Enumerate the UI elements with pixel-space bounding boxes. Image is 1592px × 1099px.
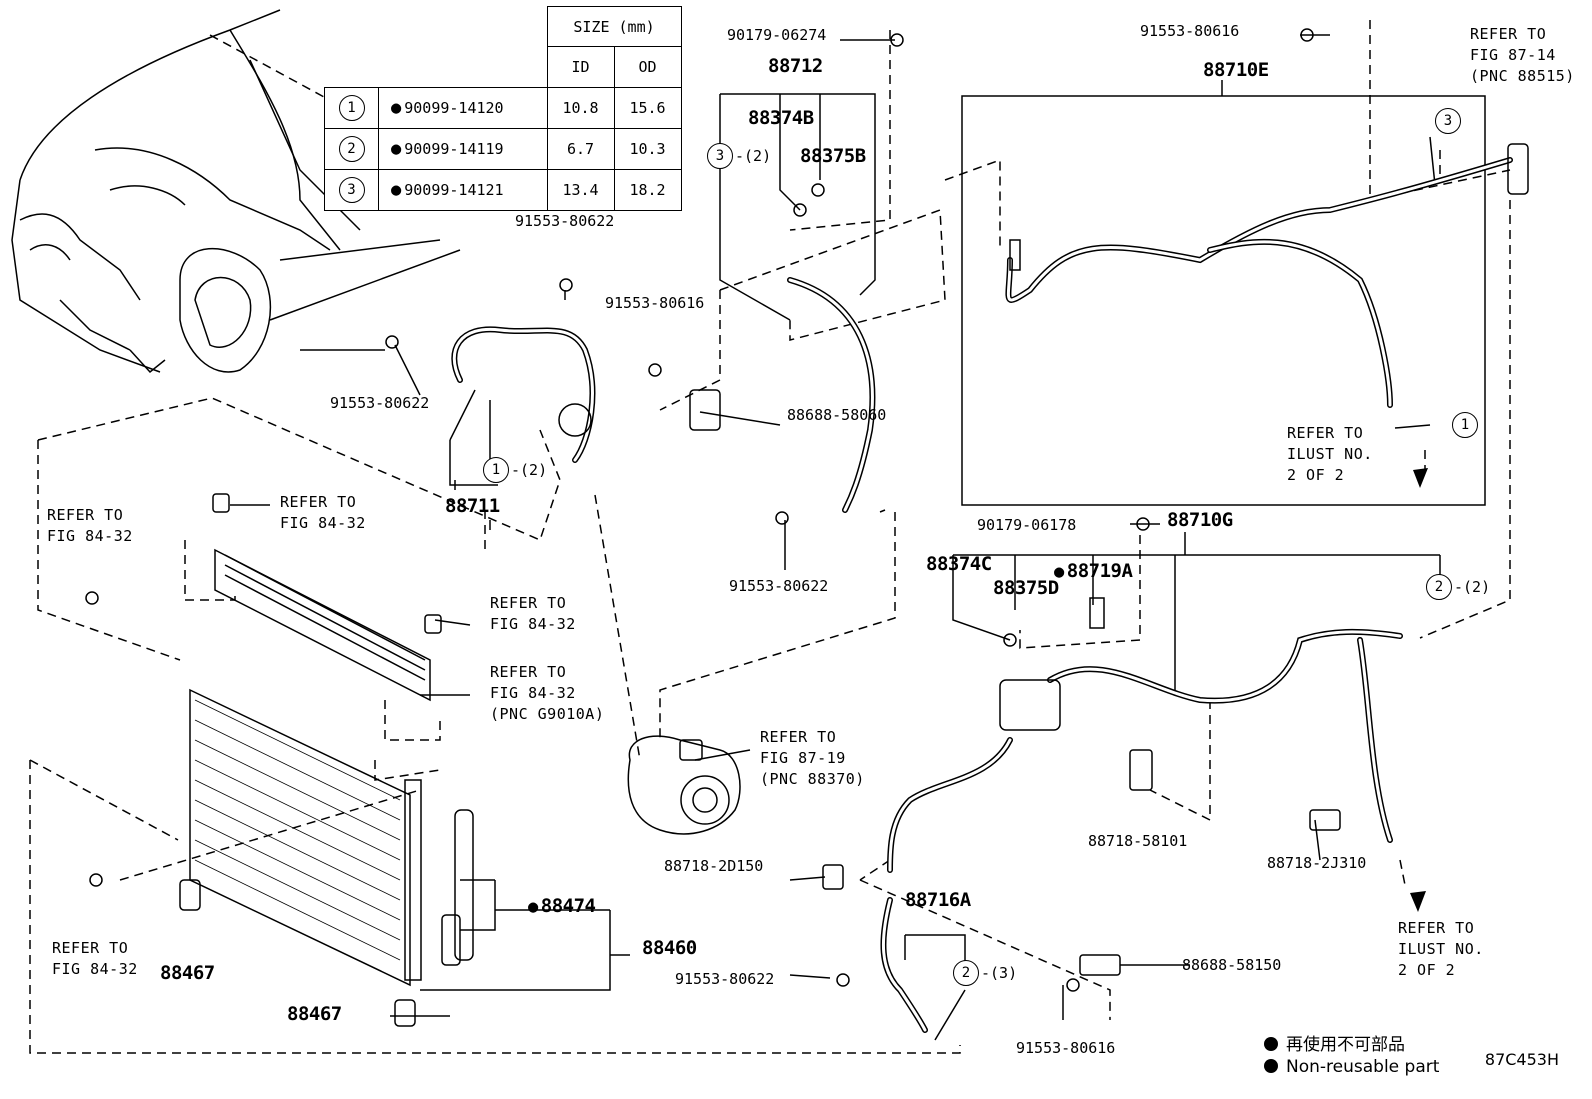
- leader-lines: [29, 20, 1511, 1054]
- part-label: 91553-80622: [515, 212, 615, 230]
- fittings: [85, 28, 1529, 992]
- size-col-id: ID: [546, 46, 615, 88]
- refer-note: REFER TO FIG 87-14 (PNC 88515): [1470, 25, 1575, 85]
- part-label: 88710E: [1203, 59, 1269, 81]
- part-label: 88467: [160, 962, 215, 984]
- size-row-part: 90099-14119: [391, 140, 504, 158]
- part-label: 88375D: [993, 577, 1059, 599]
- size-row-od: 10.3: [613, 127, 682, 170]
- part-label: 88712: [768, 55, 823, 77]
- size-row: 1 90099-14120 10.8 15.6: [324, 86, 682, 129]
- part-label: 88374C: [926, 553, 992, 575]
- size-row-part: 90099-14120: [391, 99, 504, 117]
- size-row: 3 90099-14121 13.4 18.2: [324, 168, 682, 211]
- size-row-index: 3: [338, 176, 365, 203]
- refer-note: REFER TO ILUST NO. 2 OF 2: [1398, 919, 1484, 979]
- part-label: 91553-80622: [729, 577, 829, 595]
- part-label: 90179-06178: [977, 516, 1077, 534]
- callout-suffix: -(2): [735, 147, 772, 165]
- callout-circle: 2: [953, 960, 979, 986]
- part-label: 88718-2D150: [664, 857, 764, 875]
- part-label: 91553-80622: [330, 394, 430, 412]
- part-label: 88688-58150: [1182, 956, 1282, 974]
- part-label: 88460: [642, 937, 697, 959]
- figure-code: 87C453H: [1484, 1050, 1559, 1069]
- legend-en-text: Non-reusable part: [1286, 1057, 1440, 1077]
- size-row-index: 2: [338, 135, 365, 162]
- refer-note: REFER TO FIG 84-32 (PNC G9010A): [490, 663, 605, 723]
- refer-note: REFER TO FIG 84-32: [47, 506, 133, 545]
- refer-note: REFER TO FIG 84-32: [52, 939, 138, 978]
- legend-jp: 再使用不可部品: [1264, 1030, 1405, 1055]
- part-label: 91553-80616: [1140, 22, 1240, 40]
- size-row-id: 6.7: [546, 127, 615, 170]
- callout-circle: 1: [1452, 412, 1478, 438]
- part-label: 88718-2J310: [1267, 854, 1367, 872]
- size-row-od: 15.6: [613, 86, 682, 129]
- size-table: SIZE (mm) ID OD 1 90099-14120 10.8 15.6 …: [324, 6, 682, 211]
- non-reusable-bullet-icon: [1264, 1037, 1278, 1051]
- callout-suffix: -(2): [511, 461, 548, 479]
- part-label: 88710G: [1167, 509, 1233, 531]
- refer-note: REFER TO ILUST NO. 2 OF 2: [1287, 424, 1373, 484]
- callout-suffix: -(3): [981, 964, 1018, 982]
- part-label: 88719A: [1054, 562, 1133, 581]
- hoses: [451, 157, 1513, 1033]
- part-label: 88711: [445, 495, 500, 517]
- size-row: 2 90099-14119 6.7 10.3: [324, 127, 682, 170]
- part-label: 91553-80622: [675, 970, 775, 988]
- callout-circle: 3: [707, 143, 733, 169]
- refer-note: REFER TO FIG 84-32: [280, 493, 366, 532]
- size-row-id: 10.8: [546, 86, 615, 129]
- size-row-id: 13.4: [546, 168, 615, 211]
- part-label: 88716A: [905, 889, 971, 911]
- size-row-od: 18.2: [613, 168, 682, 211]
- part-label: 91553-80616: [605, 294, 705, 312]
- part-label: 88688-58060: [787, 406, 887, 424]
- size-col-od: OD: [613, 46, 682, 88]
- refer-note: REFER TO FIG 87-19 (PNC 88370): [760, 728, 865, 788]
- part-label: 88474: [528, 897, 596, 916]
- refer-note: REFER TO FIG 84-32: [490, 594, 576, 633]
- arrows: [1410, 468, 1428, 912]
- size-table-title: SIZE (mm): [546, 6, 682, 47]
- callout-circle: 3: [1435, 108, 1461, 134]
- size-row-index: 1: [338, 94, 365, 121]
- callout-circle: 1: [483, 457, 509, 483]
- condenser: [179, 493, 474, 1027]
- part-label: 88375B: [800, 145, 866, 167]
- part-label: 90179-06274: [727, 26, 827, 44]
- legend-en: Non-reusable part: [1264, 1057, 1439, 1077]
- part-label: 88718-58101: [1088, 832, 1188, 850]
- callout-suffix: -(2): [1454, 578, 1491, 596]
- non-reusable-bullet-icon: [1264, 1059, 1278, 1073]
- legend-jp-text: 再使用不可部品: [1286, 1035, 1405, 1055]
- part-label: 88467: [287, 1003, 342, 1025]
- size-row-part: 90099-14121: [391, 181, 504, 199]
- compressor: [627, 735, 741, 835]
- part-label: 91553-80616: [1016, 1039, 1116, 1057]
- part-label: 88374B: [748, 107, 814, 129]
- callout-circle: 2: [1426, 574, 1452, 600]
